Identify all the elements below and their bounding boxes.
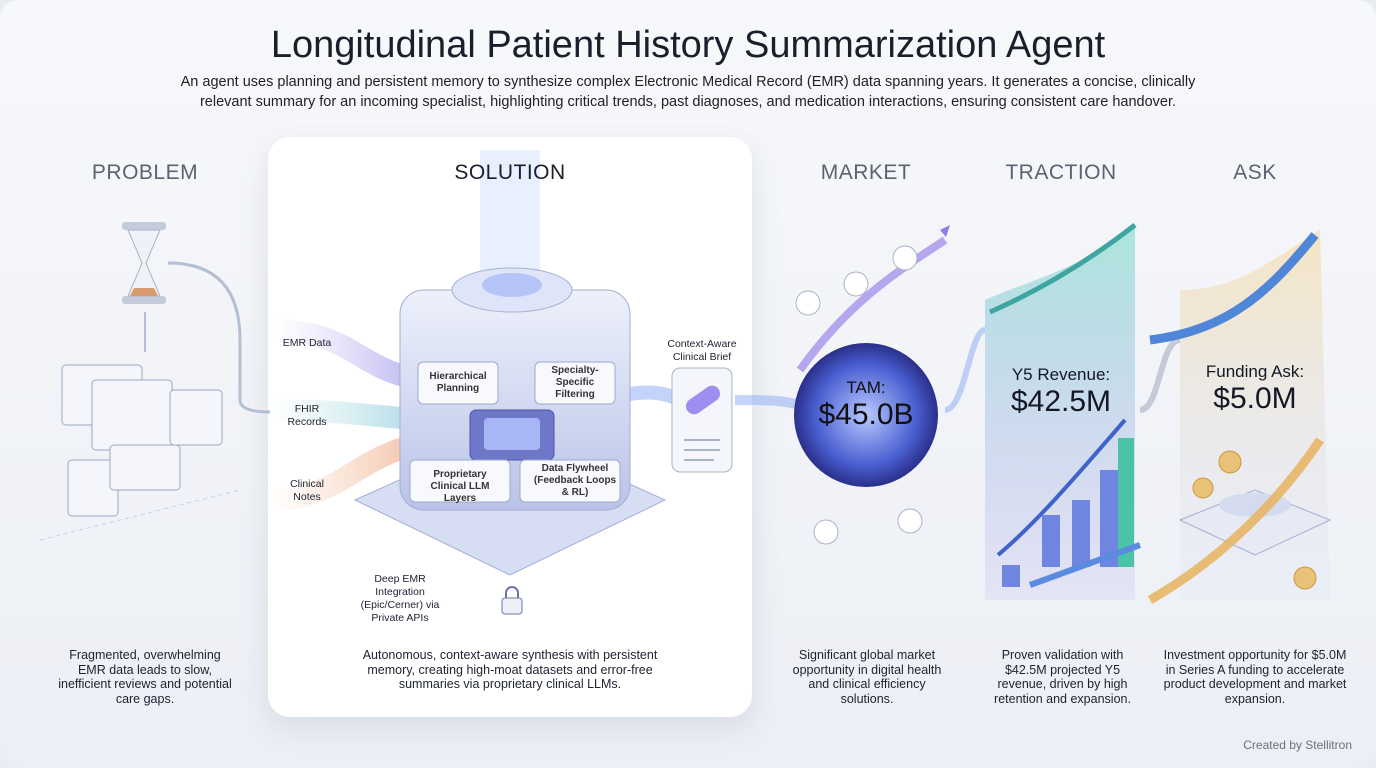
funding-value: $5.0M bbox=[1213, 382, 1297, 415]
solution-description: Autonomous, context-aware synthesis with… bbox=[362, 648, 658, 691]
tam-value: $45.0B bbox=[818, 398, 914, 431]
healthcare-icons bbox=[795, 245, 923, 545]
heading-ask: ASK bbox=[1233, 161, 1277, 184]
coin-icons bbox=[1192, 450, 1317, 590]
tam-metric: TAM:$45.0B bbox=[776, 378, 956, 432]
revenue-label: Y5 Revenue: bbox=[1011, 365, 1111, 384]
input-label-emr: EMR Data bbox=[282, 337, 332, 349]
clinical-brief-icon bbox=[671, 367, 733, 473]
revenue-metric: Y5 Revenue:$42.5M bbox=[971, 365, 1151, 419]
module-llm-layers: Proprietary Clinical LLM Layers bbox=[430, 469, 490, 504]
traction-description: Proven validation with $42.5M projected … bbox=[994, 648, 1131, 706]
funding-metric: Funding Ask:$5.0M bbox=[1165, 362, 1345, 416]
module-data-flywheel: Data Flywheel (Feedback Loops & RL) bbox=[533, 463, 617, 498]
integration-label: Deep EMR Integration (Epic/Cerner) via P… bbox=[360, 573, 440, 624]
module-planning: Hierarchical Planning bbox=[429, 371, 487, 394]
traction-bar-chart bbox=[1002, 438, 1134, 587]
market-description: Significant global market opportunity in… bbox=[792, 648, 942, 706]
hourglass-icon bbox=[122, 222, 166, 304]
ask-description: Investment opportunity for $5.0M in Seri… bbox=[1163, 648, 1347, 706]
input-label-notes: Clinical Notes bbox=[290, 478, 324, 503]
revenue-value: $42.5M bbox=[1010, 385, 1112, 418]
page-subtitle: An agent uses planning and persistent me… bbox=[180, 74, 1196, 110]
heading-market: MARKET bbox=[820, 161, 912, 184]
globe-icon bbox=[794, 343, 938, 487]
heading-traction: TRACTION bbox=[1005, 161, 1117, 184]
module-panels bbox=[409, 361, 621, 503]
heading-problem: PROBLEM bbox=[91, 161, 199, 184]
lock-icon bbox=[501, 586, 523, 615]
module-filtering: Specialty-Specific Filtering bbox=[551, 365, 599, 400]
funding-label: Funding Ask: bbox=[1205, 362, 1305, 381]
page-title: Longitudinal Patient History Summarizati… bbox=[270, 24, 1106, 66]
input-label-fhir: FHIR Records bbox=[287, 403, 327, 428]
heading-solution: SOLUTION bbox=[454, 161, 566, 184]
credit-text: Created by Stellitron bbox=[1243, 738, 1352, 752]
problem-description: Fragmented, overwhelming EMR data leads … bbox=[58, 648, 232, 706]
ai-engine-icon bbox=[353, 267, 667, 576]
tam-label: TAM: bbox=[846, 378, 886, 397]
scattered-documents-icon bbox=[61, 364, 223, 517]
output-label: Context-Aware Clinical Brief bbox=[667, 338, 737, 363]
